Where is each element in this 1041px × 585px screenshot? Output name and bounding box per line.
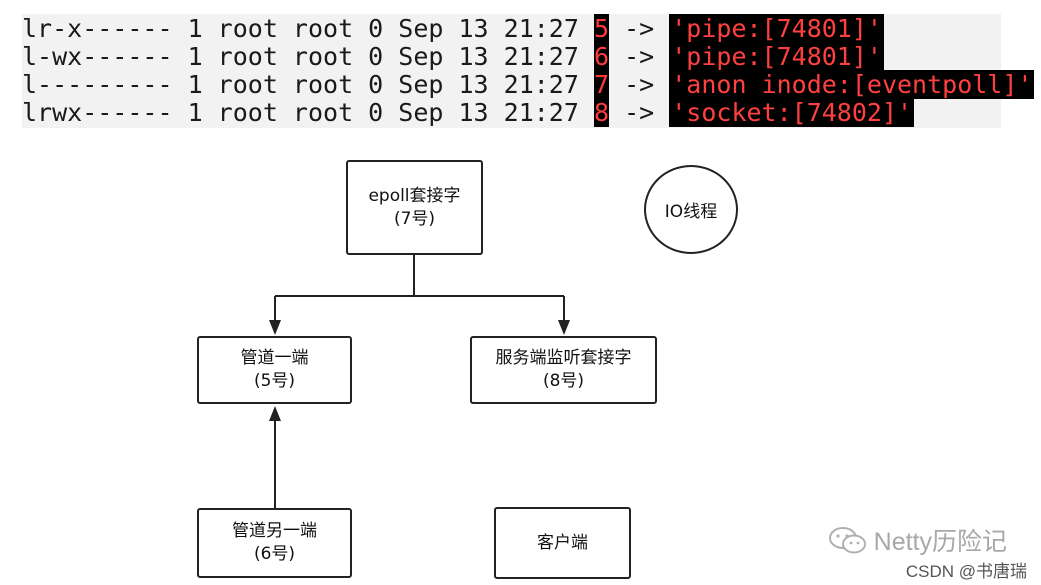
pipe-other-title: 管道另一端 [232, 521, 317, 541]
pipe-other-end-node: 管道另一端 (6号) [197, 508, 352, 578]
arrowhead-pipe-one [269, 320, 281, 335]
link-target: 'socket:[74802]' [669, 98, 915, 127]
terminal-line: lrwx------ 1 root root 0 Sep 13 21:27 8 … [22, 98, 915, 127]
link-arrow: -> [609, 14, 670, 43]
server-socket-title: 服务端监听套接字 [495, 348, 632, 368]
link-arrow: -> [609, 42, 670, 71]
arrowhead-server-socket [558, 320, 570, 335]
epoll-node-number: (7号) [393, 208, 436, 229]
fd-number: 7 [593, 70, 610, 99]
fd-number: 5 [593, 14, 610, 43]
pipe-one-title: 管道一端 [240, 348, 309, 368]
line-prefix: l--------- 1 root root 0 Sep 13 21:27 [22, 70, 594, 99]
client-node: 客户端 [494, 507, 631, 579]
terminal-line: l-wx------ 1 root root 0 Sep 13 21:27 6 … [22, 42, 884, 71]
line-prefix: lrwx------ 1 root root 0 Sep 13 21:27 [22, 98, 594, 127]
line-prefix: l-wx------ 1 root root 0 Sep 13 21:27 [22, 42, 594, 71]
server-listen-socket-node: 服务端监听套接字 (8号) [470, 336, 657, 404]
link-target: 'pipe:[74801]' [669, 14, 884, 43]
pipe-one-number: (5号) [253, 371, 296, 391]
pipe-one-end-node: 管道一端 (5号) [197, 336, 352, 404]
terminal-line: l--------- 1 root root 0 Sep 13 21:27 7 … [22, 70, 1035, 99]
io-thread-node: IO线程 [644, 165, 738, 254]
link-arrow: -> [609, 98, 670, 127]
watermark-credit: CSDN @书唐瑞 [905, 562, 1027, 581]
epoll-node-title: epoll套接字 [368, 185, 461, 206]
watermark: Netty历险记 [828, 522, 1007, 558]
server-socket-number: (8号) [542, 371, 585, 391]
watermark-brand: Netty历险记 [873, 528, 1007, 556]
link-arrow: -> [609, 70, 670, 99]
io-thread-label: IO线程 [664, 202, 718, 222]
link-target: 'anon_inode:[eventpoll]' [669, 70, 1035, 99]
link-target: 'pipe:[74801]' [669, 42, 884, 71]
pipe-other-number: (6号) [253, 544, 296, 564]
arrowhead-pipe-one-from-below [269, 406, 281, 421]
epoll-socket-node: epoll套接字 (7号) [346, 160, 483, 255]
terminal-line: lr-x------ 1 root root 0 Sep 13 21:27 5 … [22, 14, 884, 43]
fd-number: 8 [593, 98, 610, 127]
fd-number: 6 [593, 42, 610, 71]
terminal-listing: lr-x------ 1 root root 0 Sep 13 21:27 5 … [22, 14, 1035, 128]
wechat-icon [828, 527, 866, 554]
line-prefix: lr-x------ 1 root root 0 Sep 13 21:27 [22, 14, 594, 43]
client-label: 客户端 [537, 532, 588, 553]
